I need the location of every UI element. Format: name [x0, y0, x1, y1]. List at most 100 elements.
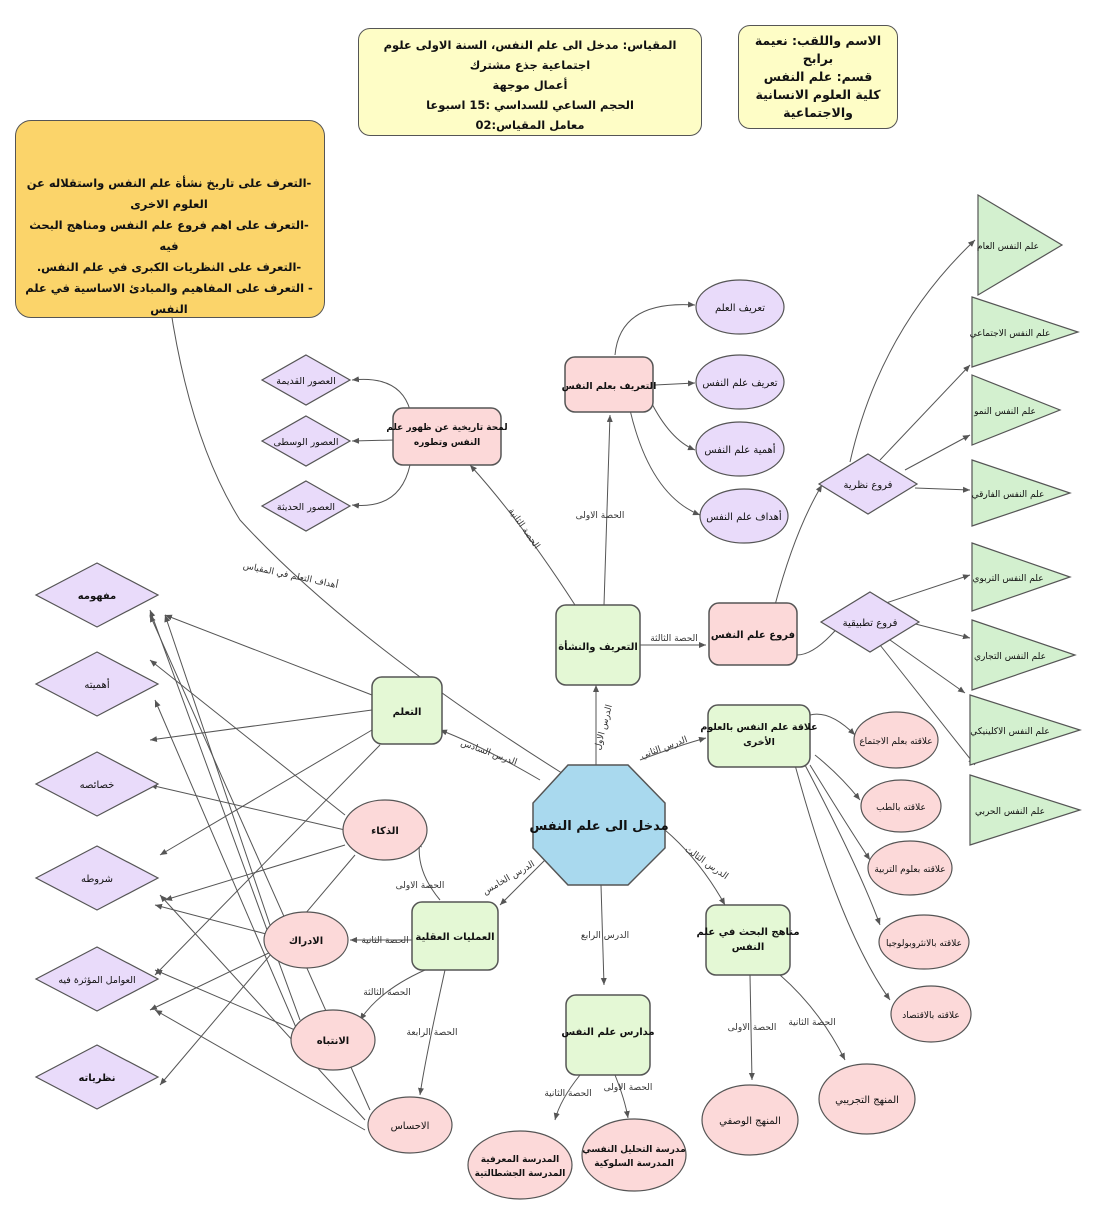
- aspect-concept[interactable]: [34, 562, 160, 628]
- mp-perception-label: الادراك: [289, 936, 323, 947]
- mp-sensation[interactable]: [367, 1096, 453, 1154]
- mp-perception[interactable]: [263, 911, 349, 969]
- student-line-2: قسم: علم النفس: [763, 69, 873, 84]
- branch-group-applied-label: فروع تطبيقية: [843, 618, 898, 629]
- relation-3[interactable]: [867, 840, 953, 896]
- center-label: مدخل الى علم النفس: [529, 819, 668, 834]
- def-item-4[interactable]: [699, 488, 789, 544]
- edge-asp-4: [154, 744, 381, 976]
- app-branch-1-label: علم النفس التربوي: [972, 574, 1043, 584]
- aspect-factors[interactable]: [34, 946, 160, 1012]
- edge-lesson-4: [600, 884, 607, 986]
- edge-school-1: [614, 1074, 630, 1119]
- lesson-4-node[interactable]: [565, 994, 651, 1076]
- branch-group-theoretical[interactable]: [817, 453, 919, 515]
- def-item-2[interactable]: [695, 354, 785, 410]
- edge-school-2: [553, 1074, 581, 1121]
- aspect-characteristics[interactable]: [34, 751, 160, 817]
- app-branch-1[interactable]: [971, 542, 1072, 612]
- relation-1-label: علاقته بعلم الاجتماع: [859, 737, 932, 747]
- edge-app-1: [879, 574, 971, 606]
- hist-item-3[interactable]: [260, 480, 352, 532]
- edge-def-2: [654, 380, 696, 387]
- center-node[interactable]: [532, 764, 666, 886]
- aspect-importance-label: أهميته: [84, 678, 109, 691]
- school-2[interactable]: [467, 1130, 573, 1200]
- label-l1-session-1: الحصة الاولى: [576, 511, 625, 521]
- edge-hist-2: [351, 437, 396, 444]
- mp-attention[interactable]: [290, 1009, 376, 1071]
- topic-branches-node[interactable]: [708, 602, 798, 666]
- aspect-theories[interactable]: [34, 1044, 160, 1110]
- edge-method-2: [779, 974, 846, 1061]
- label-l1-session-3: الحصة الثالثة: [650, 634, 698, 644]
- lesson-3-node[interactable]: [705, 904, 791, 976]
- app-branch-4[interactable]: [969, 774, 1082, 846]
- def-item-2-label: تعريف علم النفس: [702, 378, 777, 389]
- label-lesson-6: الدرس السادس: [459, 738, 518, 768]
- theo-branch-4[interactable]: [971, 459, 1072, 527]
- def-item-3[interactable]: [695, 421, 785, 477]
- app-branch-3[interactable]: [969, 694, 1082, 766]
- theo-branch-2[interactable]: [971, 296, 1080, 368]
- hist-item-1[interactable]: [260, 354, 352, 406]
- app-branch-2[interactable]: [971, 619, 1077, 691]
- theo-branch-1[interactable]: [977, 193, 1064, 297]
- label-lesson-3: الدرس الثالث: [683, 845, 730, 882]
- edge-asp-14: [154, 699, 311, 1061]
- method-1-label: المنهج الوصفي: [719, 1116, 781, 1127]
- method-1[interactable]: [701, 1084, 799, 1156]
- branch-group-applied[interactable]: [819, 591, 921, 653]
- edge-rel-5: [794, 764, 891, 1001]
- relation-1[interactable]: [853, 711, 939, 769]
- goal-3: -التعرف على النظريات الكبرى في علم النفس…: [36, 260, 302, 274]
- relation-5[interactable]: [890, 985, 972, 1043]
- mp-intelligence-label: الذكاء: [371, 826, 399, 837]
- topic-history-label-2: النفس وتطوره: [414, 438, 480, 448]
- edge-rel-3: [809, 764, 871, 861]
- edge-l1-definition: [603, 414, 613, 606]
- aspect-conditions[interactable]: [34, 845, 160, 911]
- label-school-session-2: الحصة الثانية: [544, 1089, 591, 1099]
- def-item-1[interactable]: [695, 279, 785, 335]
- edge-asp-1: [164, 614, 373, 696]
- school-2-label-b: المدرسة الجشطالتية: [475, 1169, 566, 1179]
- topic-history-node[interactable]: [392, 407, 502, 466]
- goal-4: - التعرف على المفاهيم والمبادئ الاساسية …: [25, 281, 313, 316]
- edge-method-1: [748, 974, 755, 1081]
- hist-item-2-label: العصور الوسطى: [274, 437, 339, 448]
- edge-rel-2: [814, 754, 861, 801]
- learning-goals-box: -التعرف على تاريخ نشأة علم النفس واستقلا…: [15, 120, 325, 318]
- module-line-4: معامل المقياس:02: [475, 118, 585, 132]
- aspect-importance[interactable]: [34, 651, 160, 717]
- mp-intelligence[interactable]: [342, 799, 428, 861]
- lesson-1-label: التعريف والنشأة: [558, 640, 638, 653]
- school-1[interactable]: [581, 1118, 687, 1192]
- topic-history-label: لمحة تاريخية عن ظهور علم: [386, 423, 507, 433]
- lesson-2-label-2: الأخرى: [743, 736, 775, 748]
- branch-group-theoretical-label: فروع نظرية: [844, 480, 893, 491]
- relation-2[interactable]: [860, 779, 942, 833]
- lesson-6-node[interactable]: [371, 676, 443, 745]
- module-info-box: المقياس: مدخل الى علم النفس، السنة الاول…: [358, 28, 702, 136]
- edge-asp-6: [149, 783, 346, 831]
- edge-asp-10: [154, 903, 271, 936]
- lesson-5-node[interactable]: [411, 901, 499, 971]
- lesson-1-node[interactable]: [555, 604, 641, 686]
- label-goals-edge: أهداف التعلم في المقياس: [242, 559, 339, 591]
- relation-4[interactable]: [878, 914, 970, 970]
- lesson-2-node[interactable]: [707, 704, 811, 768]
- edge-asp-13: [154, 969, 296, 1031]
- label-mp-session-3: الحصة الثالثة: [363, 988, 411, 998]
- lesson-2-label: علاقة علم النفس بالعلوم: [700, 722, 817, 733]
- student-info-box: الاسم واللقب: نعيمة برابح قسم: علم النفس…: [738, 25, 898, 129]
- theo-branch-3[interactable]: [971, 374, 1062, 446]
- edge-app-4: [879, 644, 976, 766]
- topic-definition-node[interactable]: [564, 356, 654, 413]
- edge-mp-1: [415, 839, 441, 901]
- edge-asp-5: [149, 659, 346, 816]
- method-2[interactable]: [818, 1063, 916, 1135]
- theo-branch-3-label: علم النفس النمو: [973, 407, 1036, 417]
- hist-item-2[interactable]: [260, 415, 352, 467]
